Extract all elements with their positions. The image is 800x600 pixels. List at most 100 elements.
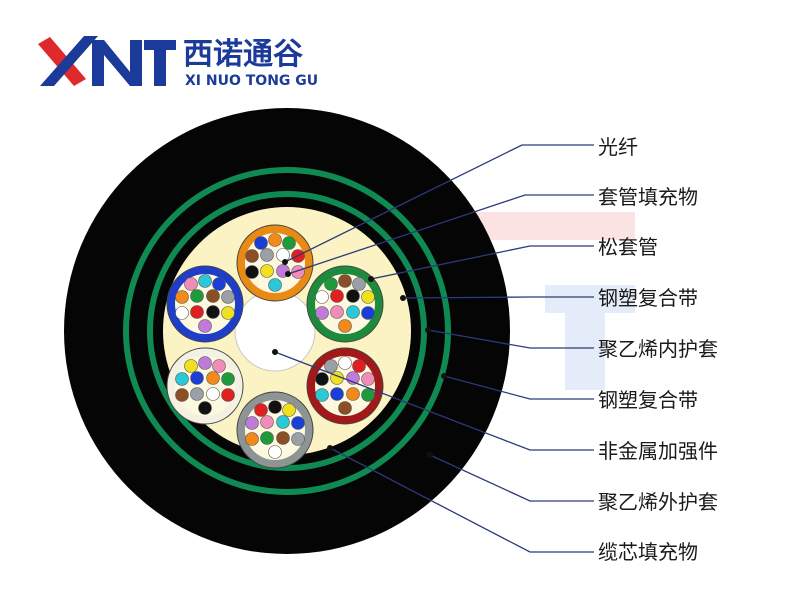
optical-fiber [175,388,189,402]
optical-fiber [198,401,212,415]
optical-fiber [361,306,375,320]
pe-inner-sheath-layer [147,191,427,471]
optical-fiber [324,277,338,291]
optical-fiber [315,290,329,304]
optical-fiber [338,319,352,333]
leader-line [402,296,594,299]
steel-plastic-tape-outer-layer [123,167,451,495]
label-pe-outer-sheath: 聚乙烯外护套 [598,490,718,514]
leader-dot [282,259,288,265]
optical-fiber [206,305,220,319]
optical-fiber [352,277,366,291]
optical-fiber [190,371,204,385]
optical-fiber [346,387,360,401]
optical-fiber [268,233,282,247]
optical-fiber [198,319,212,333]
leader-line [287,194,594,275]
optical-fiber [291,432,305,446]
optical-fiber [245,432,259,446]
optical-fiber [260,415,274,429]
loose-tube [306,347,384,425]
optical-fiber [206,371,220,385]
optical-fiber [198,356,212,370]
optical-fiber [282,236,296,250]
non-metal-strength-member [234,290,316,372]
optical-fiber [315,372,329,386]
loose-tube [236,391,314,469]
leader-line [329,447,594,553]
label-fiber: 光纤 [598,135,638,159]
optical-fiber [315,388,329,402]
leader-dot [400,295,406,301]
optical-fiber [346,289,360,303]
optical-fiber [175,290,189,304]
logo-mark-blue-t [144,40,176,86]
optical-fiber [221,290,235,304]
label-non-metal-strength-member: 非金属加强件 [598,439,718,463]
optical-fiber [338,274,352,288]
optical-fiber [291,416,305,430]
label-steel-plastic-tape-inner: 钢塑复合带 [598,286,698,310]
optical-fiber [175,372,189,386]
leader-dot [425,327,431,333]
brand-name-en: XI NUO TONG GU [185,73,318,89]
optical-fiber [212,277,226,291]
brand-name-cn: 西诺通谷 [183,37,303,72]
leader-dot [327,445,333,451]
optical-fiber [260,264,274,278]
leader-line [443,375,594,400]
optical-fiber [184,277,198,291]
loose-tube [166,265,244,343]
cable-cross-section [64,108,510,554]
optical-fiber [198,274,212,288]
optical-fiber [268,400,282,414]
optical-fiber [184,359,198,373]
optical-fiber [212,359,226,373]
optical-fiber [330,387,344,401]
leader-dot [368,276,374,282]
leader-line [370,245,594,280]
optical-fiber [254,403,268,417]
loose-tubes [166,224,384,469]
label-loose-tube: 松套管 [598,235,658,259]
optical-fiber [221,306,235,320]
optical-fiber [324,359,338,373]
label-tube-filler: 套管填充物 [598,185,698,209]
optical-fiber [268,445,282,459]
callout-labels: 光纤 套管填充物 松套管 钢塑复合带 聚乙烯内护套 钢塑复合带 非金属加强件 聚… [598,135,718,564]
optical-fiber [338,401,352,415]
optical-fiber [352,359,366,373]
optical-fiber [190,305,204,319]
brand-logo: 西诺通谷 XI NUO TONG GU [38,36,318,89]
leader-line [427,329,594,349]
optical-fiber [260,248,274,262]
optical-fiber [245,265,259,279]
optical-fiber [338,356,352,370]
logo-mark-blue-n [92,40,142,86]
optical-fiber [190,289,204,303]
optical-fiber [206,387,220,401]
optical-fiber [190,387,204,401]
loose-tube [306,265,384,343]
label-steel-plastic-tape-outer: 钢塑复合带 [598,388,698,412]
label-pe-inner-sheath: 聚乙烯内护套 [598,337,718,361]
leader-line [429,454,594,502]
optical-fiber [315,306,329,320]
optical-fiber [361,388,375,402]
label-core-filler: 缆芯填充物 [598,540,698,564]
leader-line [274,351,594,451]
watermark-logo [455,212,635,390]
optical-fiber [346,305,360,319]
leader-line [284,144,594,263]
optical-fiber [361,372,375,386]
leader-dot [441,373,447,379]
optical-fiber [276,415,290,429]
optical-fiber [221,372,235,386]
leader-dot [427,452,433,458]
loose-tube [166,347,244,425]
optical-fiber [330,305,344,319]
optical-fiber [221,388,235,402]
optical-fiber [276,248,290,262]
